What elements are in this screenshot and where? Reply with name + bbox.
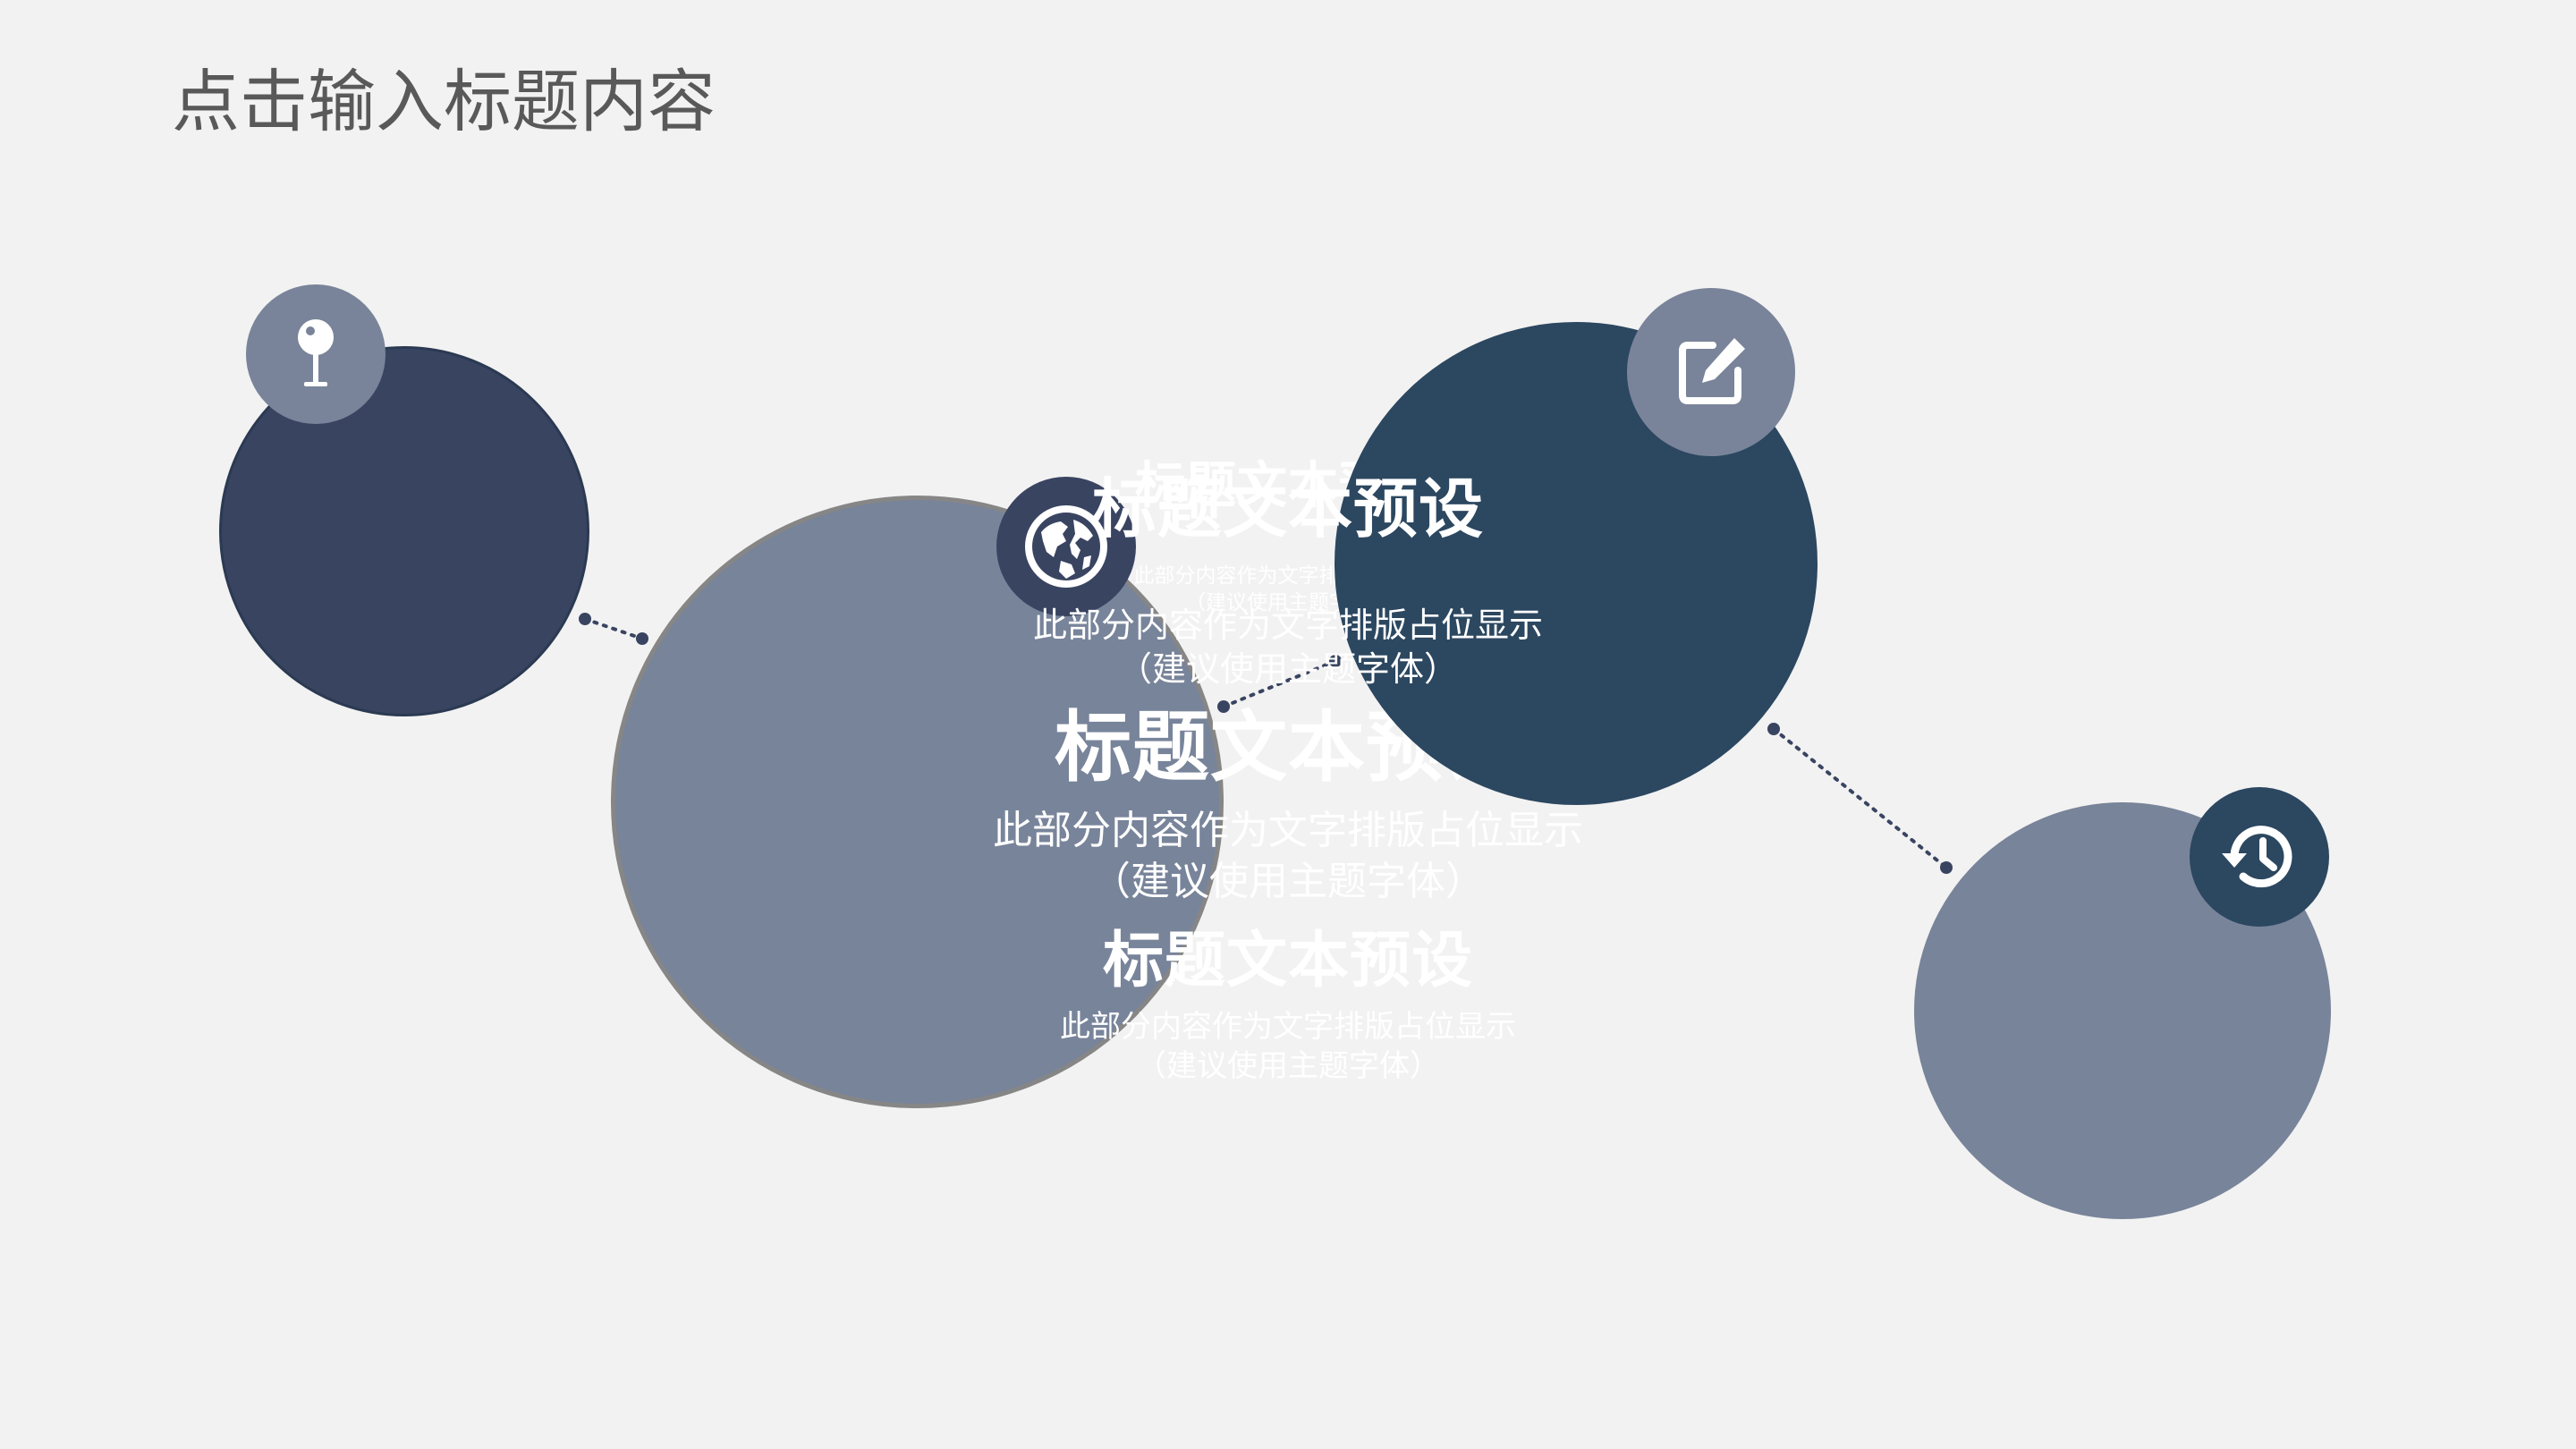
bubble-4-title: 标题文本预设 — [1102, 926, 1474, 996]
bubble-3-desc-line1: 此部分内容作为文字排版占位显示 — [1032, 606, 1544, 645]
history-icon — [2190, 787, 2329, 927]
connector-1-2 — [579, 613, 648, 645]
bubble-4-desc-line2: （建议使用主题字体） — [1136, 1048, 1440, 1085]
bubble-2-desc: 此部分内容作为文字排版占位显示 （建议使用主题字体） — [993, 805, 1583, 907]
connector-3-4 — [1767, 723, 1953, 874]
bubble-4-desc: 此部分内容作为文字排版占位显示 （建议使用主题字体） — [1060, 1007, 1516, 1086]
bubble-3-title: 标题文本预设 — [1091, 471, 1485, 547]
globe-icon — [996, 477, 1136, 616]
bubble-4-desc-line1: 此部分内容作为文字排版占位显示 — [1060, 1009, 1516, 1045]
bubble-2-desc-line2: （建议使用主题字体） — [1091, 859, 1485, 905]
slide-title: 点击输入标题内容 — [172, 62, 716, 141]
pin-icon — [246, 284, 386, 424]
bubble-3-desc-line2: （建议使用主题字体） — [1117, 649, 1459, 690]
bubble-2 — [611, 496, 1224, 1108]
edit-icon — [1627, 288, 1795, 456]
bubble-2-desc-line1: 此部分内容作为文字排版占位显示 — [993, 808, 1583, 853]
bubble-3-desc: 此部分内容作为文字排版占位显示 （建议使用主题字体） — [1033, 604, 1543, 692]
